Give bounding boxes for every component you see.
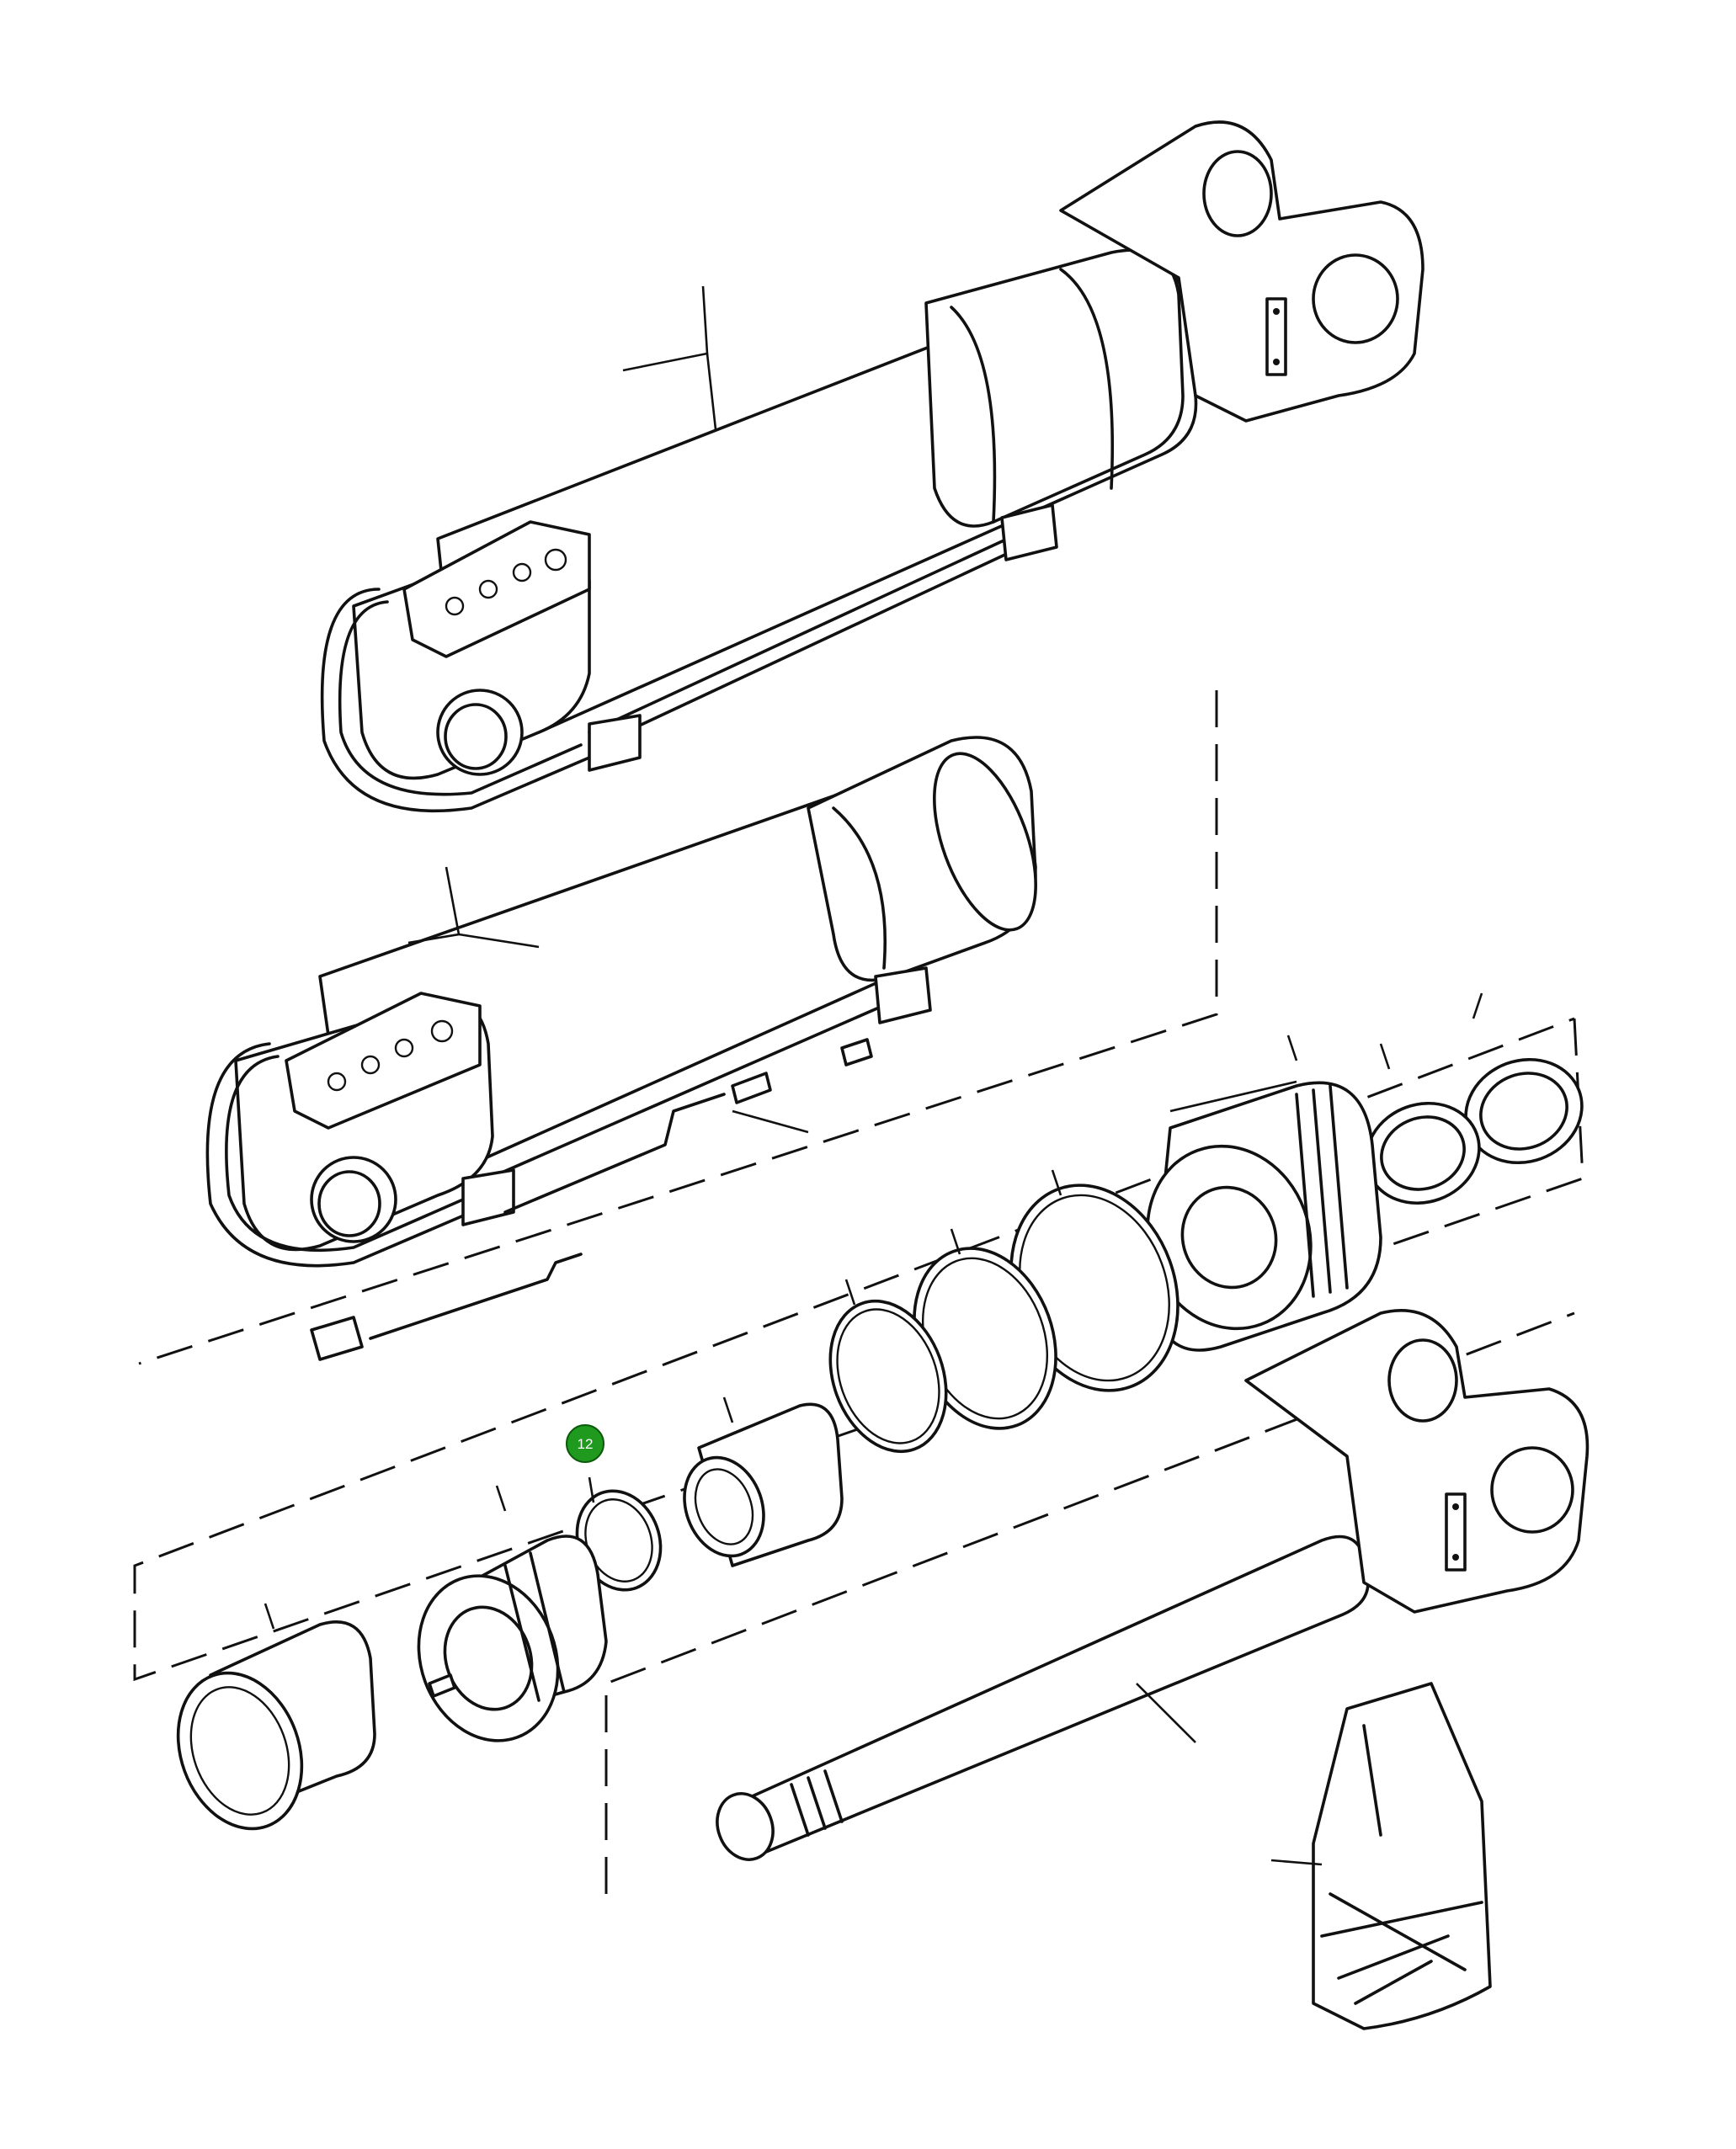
piston — [417, 1535, 608, 1742]
oring-mid — [828, 1299, 948, 1454]
callout-badge-12[interactable]: 12 — [566, 1424, 604, 1463]
seal-ring-right-b — [1365, 1101, 1481, 1205]
seal-kit-bag — [1312, 1682, 1492, 2030]
seal-ring-right-a — [1464, 1057, 1584, 1165]
piston-gland-nut — [1146, 1081, 1382, 1352]
set-screw — [428, 1673, 456, 1698]
callout-circle[interactable] — [566, 1424, 604, 1463]
assembled-cylinder-top — [320, 120, 1424, 813]
barrel-assembly — [205, 736, 1037, 1361]
gland-bushing — [176, 1620, 376, 1831]
piston-rod — [716, 1309, 1590, 1861]
exploded-boundary-lower — [133, 1017, 1584, 1894]
exploded-boundary-upper — [138, 690, 1218, 1365]
bushing-sleeve — [683, 1402, 844, 1567]
callout-label: 12 — [578, 1436, 594, 1452]
leader-lines — [264, 285, 1483, 1866]
